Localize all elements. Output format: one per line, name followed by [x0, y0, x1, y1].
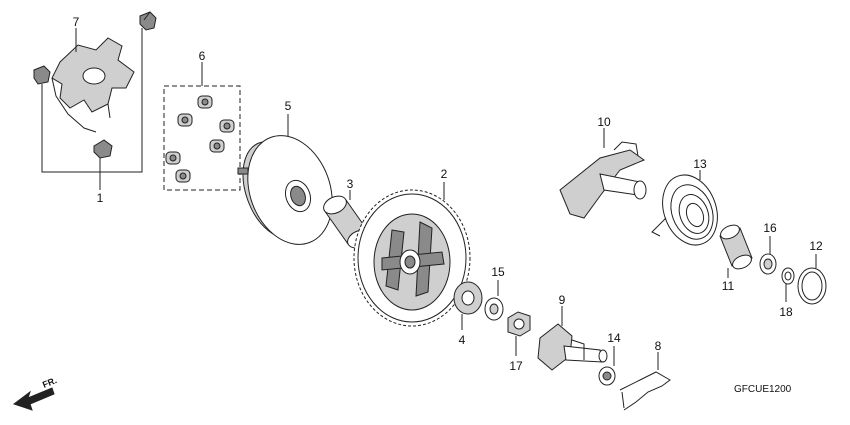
- washer-15: [484, 297, 504, 321]
- callout-6: 6: [199, 49, 206, 63]
- drive-face-pulley: [237, 135, 333, 245]
- front-direction-label: FR.: [41, 375, 58, 390]
- kick-starter-spindle: [537, 323, 608, 371]
- slider-piece-bottom: [93, 139, 113, 159]
- callout-1: 1: [97, 191, 104, 205]
- callout-13: 13: [693, 157, 707, 171]
- callout-8: 8: [655, 339, 662, 353]
- ring-12: [797, 267, 827, 305]
- callout-15: 15: [491, 265, 505, 279]
- callout-14: 14: [607, 331, 621, 345]
- kick-driven-gear: [559, 141, 647, 219]
- washer-14: [598, 366, 616, 386]
- callout-18: 18: [779, 305, 793, 319]
- callout-17: 17: [509, 359, 523, 373]
- one-way-clutch: [453, 281, 483, 315]
- callout-7: 7: [73, 15, 80, 29]
- rollers-box: [163, 85, 241, 191]
- circlip-18: [781, 267, 795, 285]
- spring-clip: [619, 371, 671, 411]
- starter-ring-gear: [353, 189, 471, 327]
- nut-17: [507, 311, 531, 337]
- slider-piece-left: [33, 65, 51, 85]
- callout-5: 5: [285, 99, 292, 113]
- callout-2: 2: [441, 167, 448, 181]
- bracket-1: [41, 28, 143, 173]
- ramp-plate: [51, 37, 135, 133]
- callout-12: 12: [809, 239, 823, 253]
- slider-piece-top: [139, 11, 157, 31]
- callout-3: 3: [347, 177, 354, 191]
- bushing-11: [719, 224, 753, 270]
- diagram-code: GFCUE1200: [734, 384, 792, 395]
- callout-10: 10: [597, 115, 611, 129]
- callout-16: 16: [763, 221, 777, 235]
- weight-rollers: [165, 95, 235, 183]
- return-spring: [651, 174, 718, 246]
- callout-9: 9: [559, 293, 566, 307]
- washer-16: [759, 253, 777, 275]
- callout-4: 4: [459, 333, 466, 347]
- callout-11: 11: [722, 279, 735, 293]
- front-direction-arrow-icon: [12, 387, 55, 411]
